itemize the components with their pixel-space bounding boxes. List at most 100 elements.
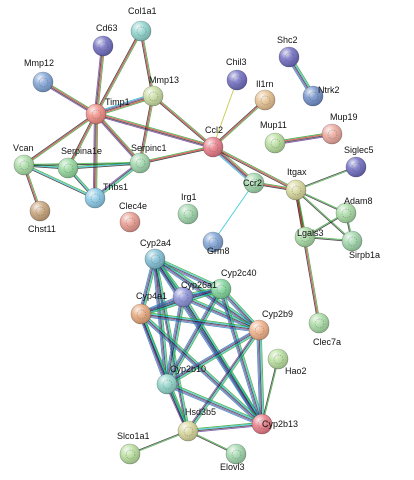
node-irg1[interactable] [177,203,199,225]
edge-strand [165,385,262,427]
node-chil3[interactable] [226,69,248,91]
node-adam8[interactable] [335,202,357,224]
edge-strand [153,94,215,147]
node-clec4e[interactable] [119,211,141,233]
edge-strand [152,95,214,148]
edge-strand [93,45,102,114]
node-cyp4a1[interactable] [130,303,152,325]
node-siglec5[interactable] [345,156,367,178]
node-il1rn[interactable] [254,89,276,111]
node-ccl2[interactable] [202,136,224,158]
node-highlight [346,157,366,177]
edge-strand [295,189,320,324]
node-elovl3[interactable] [225,443,247,465]
edge-strand [187,421,262,430]
node-cyp26a1[interactable] [172,286,194,308]
node-structure-icon [314,318,325,329]
node-cyp2c40[interactable] [210,278,232,300]
node-mmp13[interactable] [142,85,164,107]
edge-strand [259,329,264,424]
node-label-mmp13: Mmp13 [149,75,179,85]
node-cyp2b13[interactable] [251,413,273,435]
node-itgax[interactable] [285,179,307,201]
edge-strand [95,114,140,164]
edge-strand [166,296,184,385]
edge-strand [296,189,321,323]
edge-strand [166,329,260,385]
node-cyp2a4[interactable] [144,248,166,270]
node-label-il1rn: Il1rn [256,79,274,89]
edge-strand [213,100,267,149]
edge-strand [41,83,96,116]
edge-hsd3b5-cyp2b13 [187,421,263,434]
edge-strand [166,288,222,385]
node-highlight [145,249,165,269]
node-label-itgax: Itgax [287,167,307,177]
node-clec7a[interactable] [308,312,330,334]
node-label-cyp4a1: Cyp4a1 [136,291,167,301]
node-grm8[interactable] [202,231,224,253]
node-hsd3b5[interactable] [177,420,199,442]
node-hao2[interactable] [267,348,289,370]
node-cd63[interactable] [92,35,114,57]
edge-strand [95,30,142,115]
edge-timp1-serpinc1 [94,112,142,165]
node-cyp2b10[interactable] [156,373,178,395]
node-label-hao2: Hao2 [285,366,307,376]
edge-strand [165,327,259,383]
node-structure-icon [284,52,295,63]
edge-timp1-vcan [23,112,97,167]
edge-strand [94,114,140,165]
edge-strand [96,96,154,116]
edge-strand [140,96,155,164]
edge-il1rn-ccl2 [211,98,267,149]
node-highlight [58,158,78,178]
edge-strand [139,31,153,97]
node-structure-icon [291,185,302,196]
node-timp1[interactable] [85,103,107,125]
node-label-serpina1e: Serpina1e [61,146,102,156]
node-chst11[interactable] [29,200,51,222]
node-vcan[interactable] [13,154,35,176]
node-serpinc1[interactable] [129,152,151,174]
edge-strand [188,425,263,434]
node-structure-icon [347,236,358,247]
edge-strand [152,259,187,432]
node-mup11[interactable] [264,132,286,154]
node-structure-icon [273,354,284,365]
edge-strand [166,383,263,425]
edge-serpinc1-ccl2 [139,145,214,165]
edge-strand [155,256,223,288]
edge-strand [296,189,353,241]
node-structure-icon [327,129,338,140]
node-lgals3[interactable] [294,226,316,248]
node-structure-icon [270,138,281,149]
node-slco1a1[interactable] [119,443,141,465]
node-highlight [226,444,246,464]
edge-strand [95,94,153,114]
edge-strand [23,112,96,165]
node-serpina1e[interactable] [57,157,79,179]
node-mmp12[interactable] [32,71,54,93]
edge-strand [153,259,262,425]
node-col1a1[interactable] [130,20,152,42]
node-cyp2b9[interactable] [248,319,270,341]
node-highlight [30,201,50,221]
edge-vcan-serpinc1 [23,162,141,166]
node-structure-icon [136,26,147,37]
node-label-cyp2a4: Cyp2a4 [140,238,171,248]
edge-strand [95,114,97,199]
edge-strand [187,423,262,431]
node-thbs1[interactable] [84,187,106,209]
edge-strand [67,161,140,168]
node-ntrk2[interactable] [302,85,324,107]
node-label-cyp2c40: Cyp2c40 [221,268,257,278]
node-ccr2[interactable] [243,172,265,194]
node-mup19[interactable] [321,123,343,145]
node-highlight [268,349,288,369]
node-label-grm8: Grm8 [207,246,230,256]
node-sirpb1a[interactable] [341,230,363,252]
node-label-slco1a1: Slco1a1 [117,431,150,441]
node-label-lgals3: Lgals3 [297,228,324,238]
node-shc2[interactable] [278,46,300,68]
